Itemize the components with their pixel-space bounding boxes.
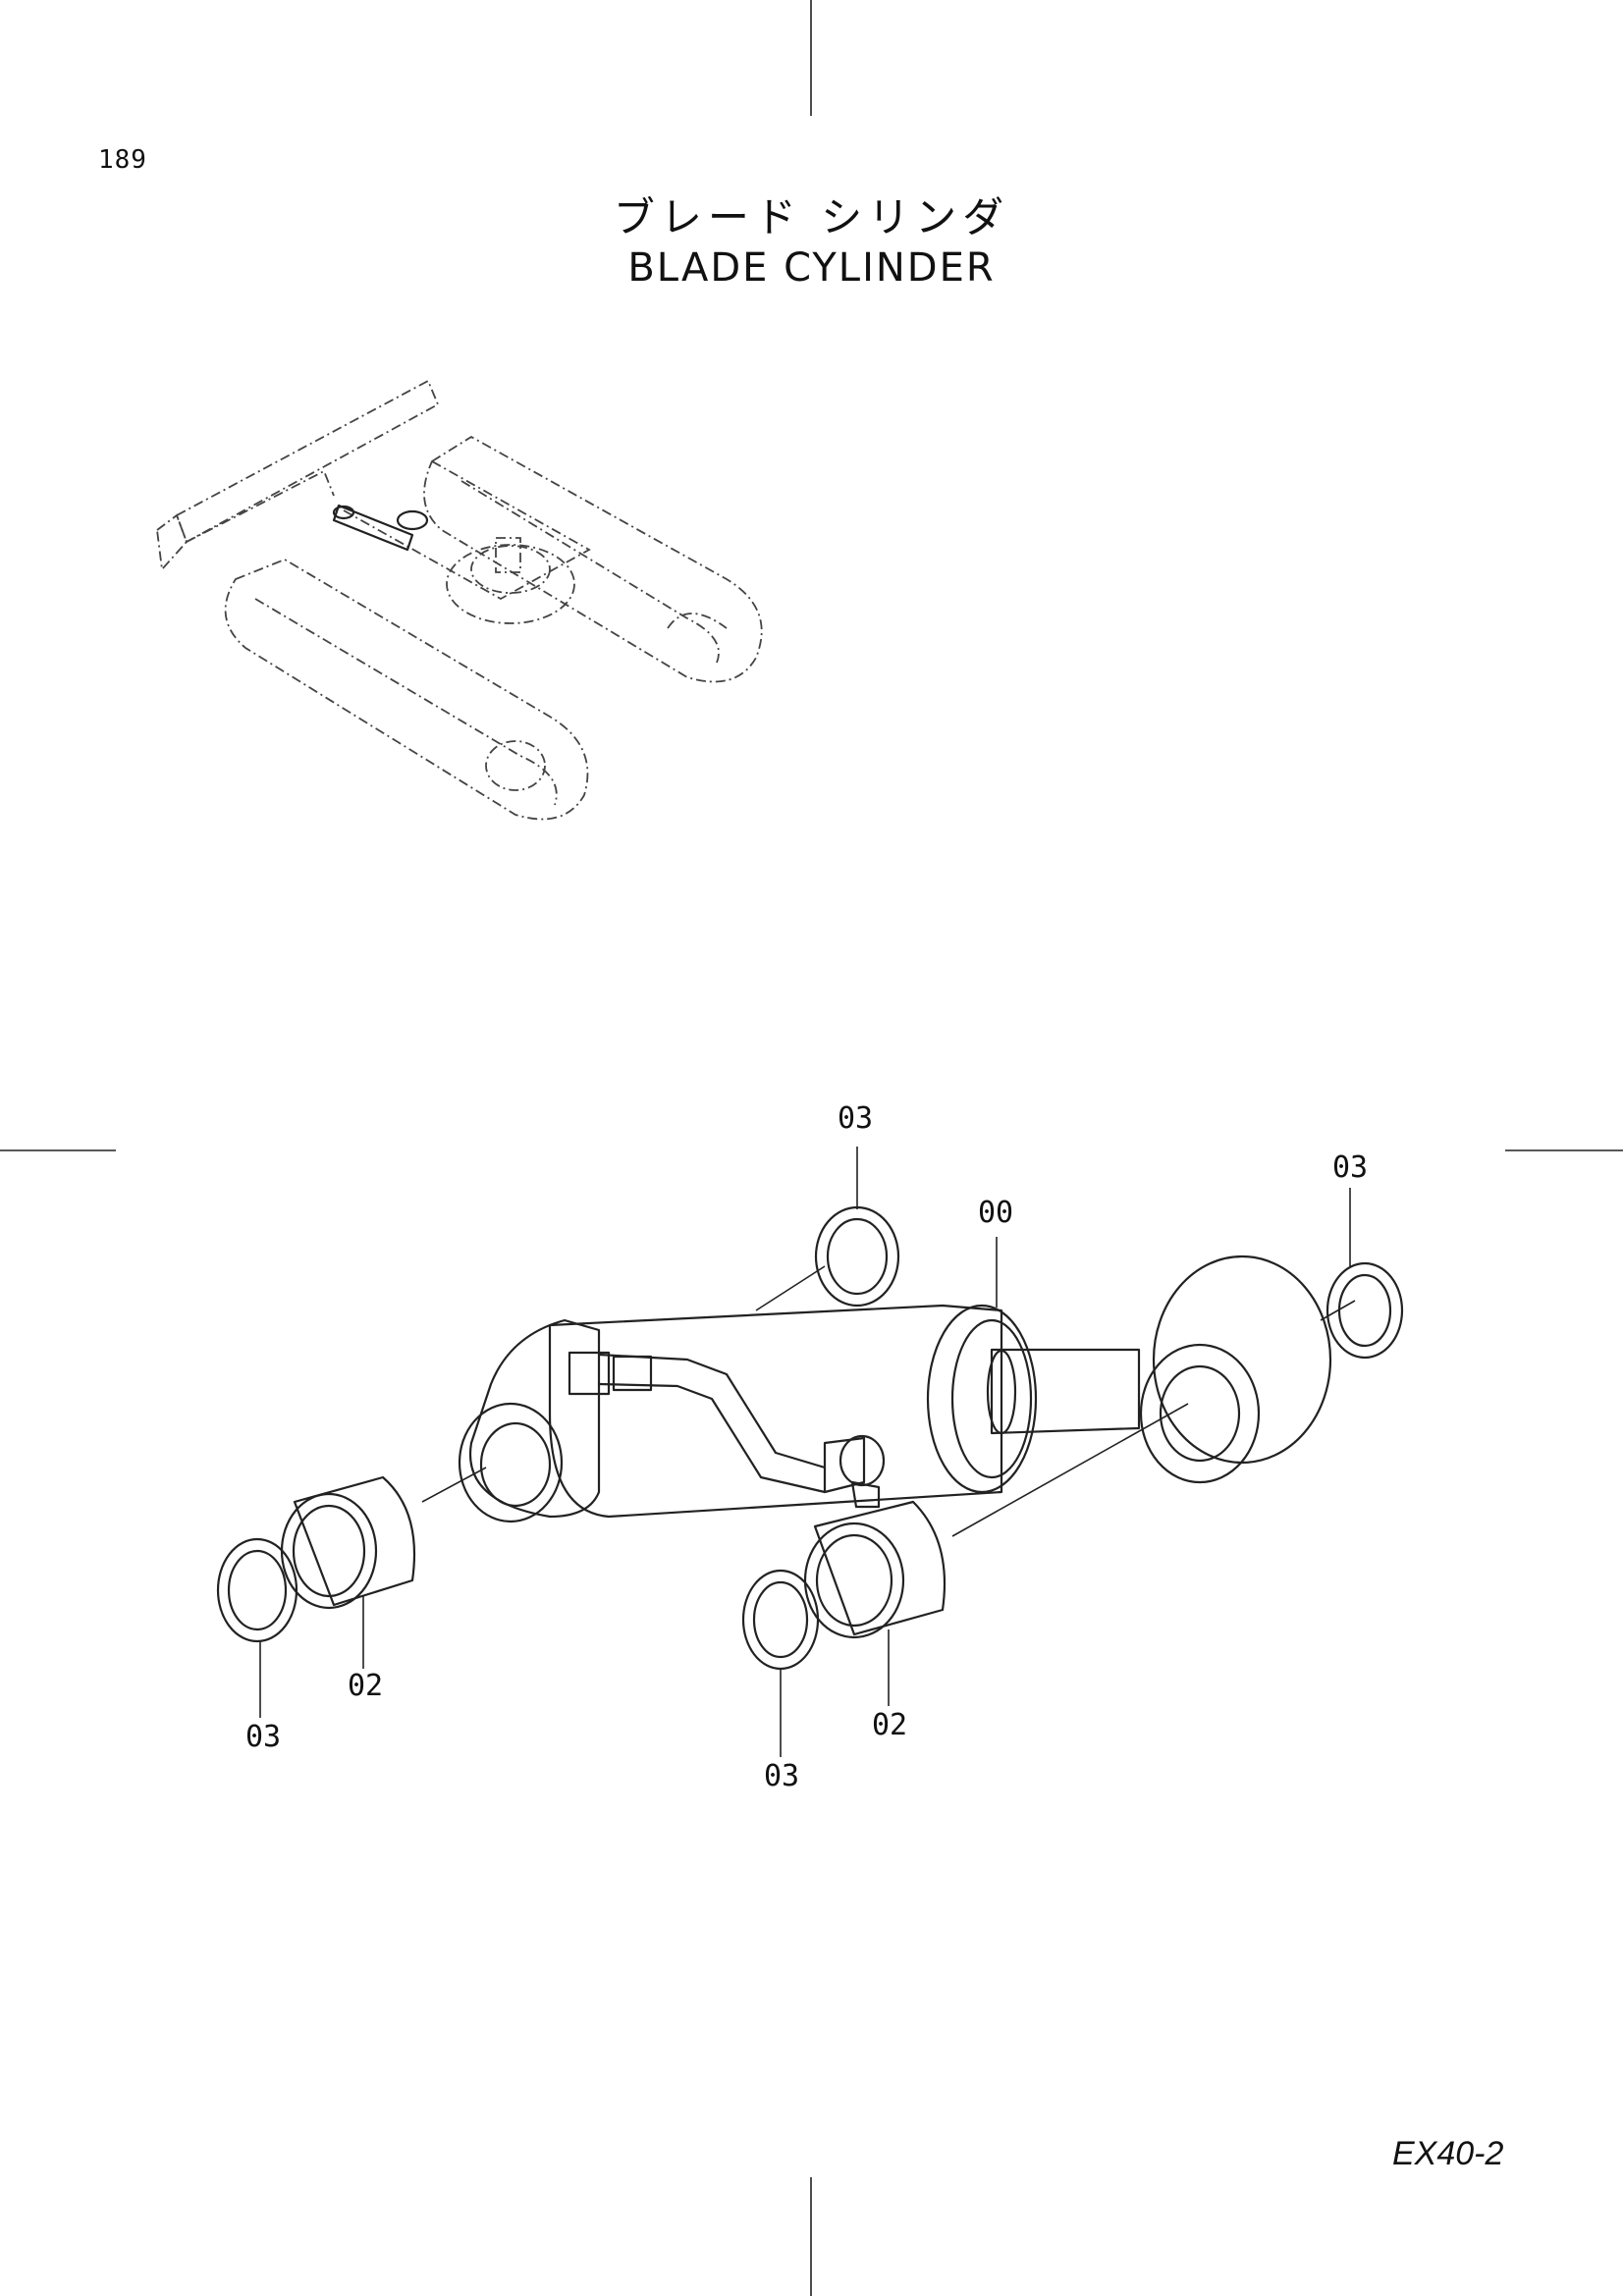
callout-03-left: 03 — [245, 1720, 282, 1754]
undercarriage-overview — [156, 379, 763, 821]
bushing-right — [803, 1500, 947, 1639]
blade-cylinder-assembly — [421, 1255, 1356, 1537]
seal-ring-bottom — [741, 1569, 820, 1671]
page-title-english: BLADE CYLINDER — [627, 245, 996, 291]
callout-03-top: 03 — [838, 1101, 874, 1136]
model-number: EX40-2 — [1392, 2135, 1504, 2172]
callout-03-bottom: 03 — [764, 1759, 800, 1793]
page-number: 189 — [98, 145, 147, 175]
page-title-japanese: ブレード シリンダ — [613, 193, 1010, 241]
seal-ring-left — [216, 1537, 298, 1643]
callout-02-right: 02 — [872, 1708, 908, 1742]
callout-03-right: 03 — [1332, 1150, 1369, 1185]
bushing-left — [280, 1475, 416, 1610]
callout-02-left: 02 — [348, 1669, 384, 1703]
callout-00: 00 — [978, 1196, 1014, 1230]
callout-leaders — [259, 1147, 1351, 1757]
seal-ring-top — [814, 1205, 900, 1308]
seal-ring-right — [1325, 1261, 1404, 1360]
